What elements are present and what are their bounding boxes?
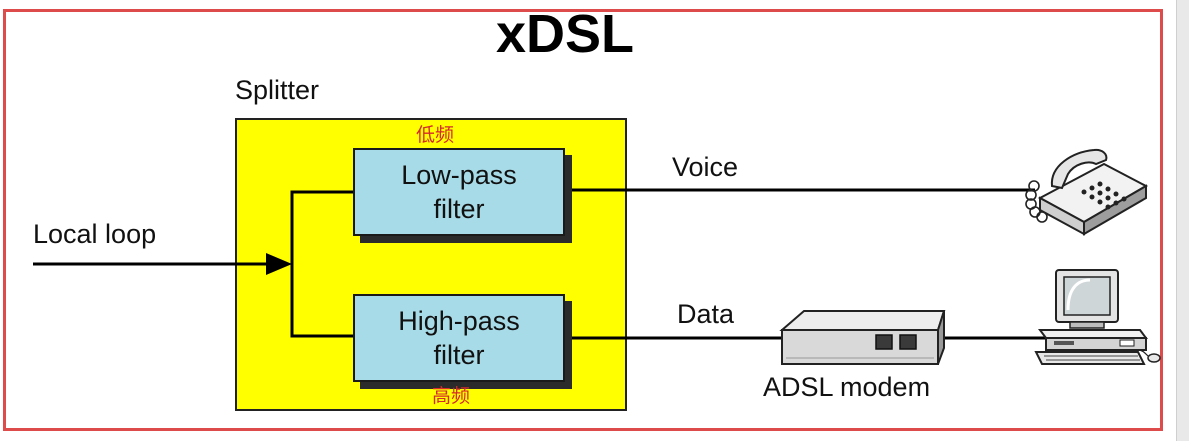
high-pass-filter-line1: High-pass <box>398 306 520 336</box>
low-frequency-annotation: 低频 <box>416 124 455 146</box>
data-label: Data <box>677 299 735 329</box>
telephone-icon <box>1025 148 1149 236</box>
high-pass-filter: High-pass filter <box>353 294 565 382</box>
low-pass-filter-line1: Low-pass <box>401 160 517 190</box>
diagram-frame <box>3 9 1163 431</box>
high-frequency-annotation: 高频 <box>432 385 471 407</box>
local-loop-label: Local loop <box>33 219 157 249</box>
window-edge-strip <box>1176 0 1189 441</box>
splitter-label: Splitter <box>235 75 320 105</box>
computer-icon <box>1034 269 1161 365</box>
high-pass-filter-line2: filter <box>433 340 485 370</box>
local-loop-arrow-icon <box>266 253 292 275</box>
voice-label: Voice <box>672 152 739 182</box>
adsl-modem-icon <box>779 310 946 365</box>
low-pass-filter-line2: filter <box>433 194 485 224</box>
splitter-branch-line <box>290 190 353 338</box>
adsl-modem-label: ADSL modem <box>763 372 931 402</box>
diagram-title: xDSL <box>495 4 635 64</box>
low-pass-filter: Low-pass filter <box>353 148 565 236</box>
